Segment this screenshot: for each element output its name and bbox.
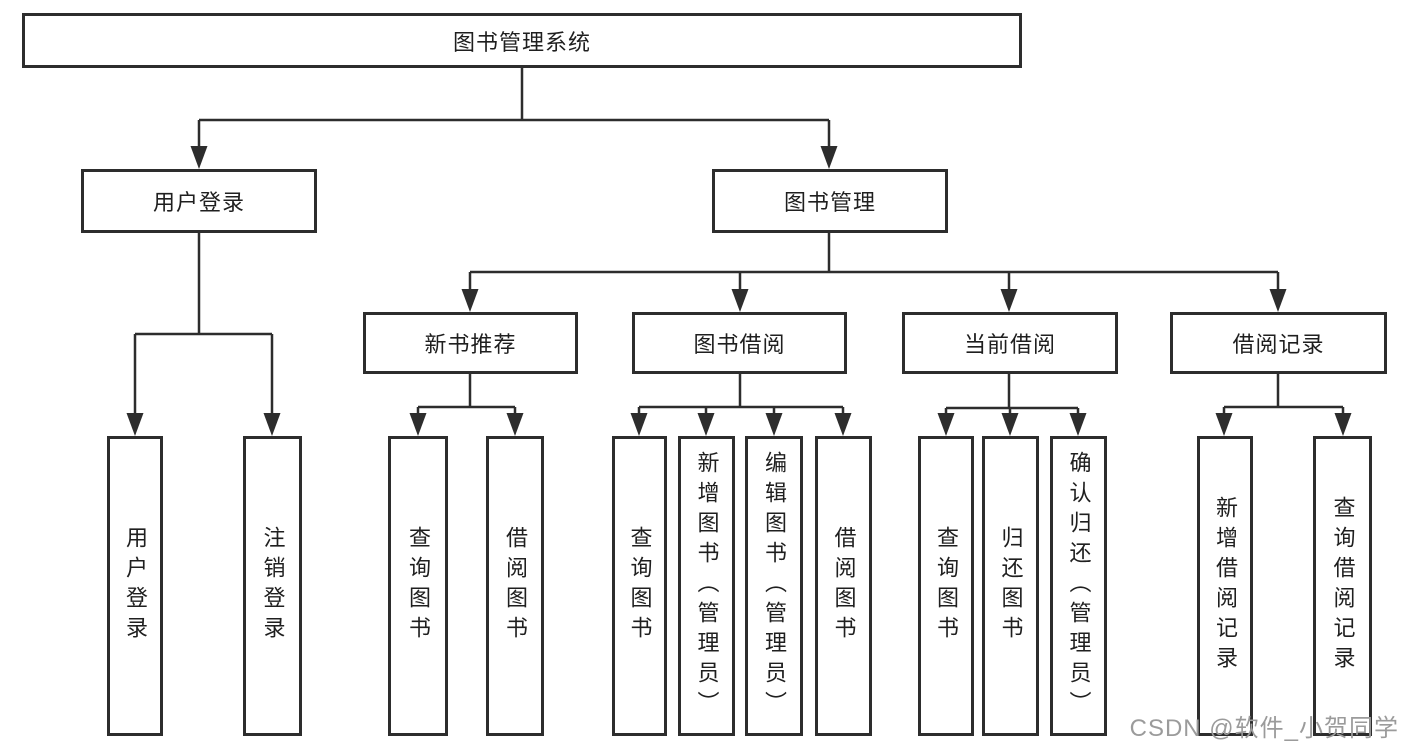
node-borrowing-records: 借阅记录 <box>1170 312 1387 374</box>
leaf-query-books-current-label: 查询图书 <box>934 526 959 646</box>
leaf-borrow-books-recommend-label: 借阅图书 <box>503 526 528 646</box>
leaf-user-login-label: 用户登录 <box>123 526 148 646</box>
leaf-return-books: 归还图书 <box>982 436 1039 736</box>
node-book-management: 图书管理 <box>712 169 948 233</box>
node-book-borrowing: 图书借阅 <box>632 312 847 374</box>
node-user-login: 用户登录 <box>81 169 317 233</box>
leaf-query-books-recommend-label: 查询图书 <box>406 526 431 646</box>
node-book-borrowing-label: 图书借阅 <box>693 332 786 357</box>
leaf-borrow-books-label: 借阅图书 <box>831 526 857 646</box>
node-library-system-label: 图书管理系统 <box>452 29 591 55</box>
leaf-borrow-books-recommend: 借阅图书 <box>486 436 544 736</box>
leaf-add-borrow-record: 新增借阅记录 <box>1197 436 1253 736</box>
node-current-borrowing-label: 当前借阅 <box>963 332 1056 357</box>
node-book-management-label: 图书管理 <box>783 190 876 215</box>
leaf-query-books-recommend: 查询图书 <box>388 436 448 736</box>
leaf-query-books-current: 查询图书 <box>918 436 974 736</box>
leaf-query-borrow-record: 查询借阅记录 <box>1313 436 1372 736</box>
leaf-logout-label: 注销登录 <box>260 526 286 646</box>
leaf-add-borrow-record-label: 新增借阅记录 <box>1213 496 1238 676</box>
csdn-watermark: CSDN @软件_小贺同学 <box>1129 715 1399 742</box>
leaf-user-login: 用户登录 <box>107 436 163 736</box>
leaf-add-books-admin: 新增图书（管理员） <box>678 436 735 736</box>
leaf-return-books-label: 归还图书 <box>998 526 1024 646</box>
node-new-book-recommend-label: 新书推荐 <box>424 332 517 357</box>
node-current-borrowing: 当前借阅 <box>902 312 1118 374</box>
node-new-book-recommend: 新书推荐 <box>363 312 578 374</box>
leaf-edit-books-admin: 编辑图书（管理员） <box>745 436 803 736</box>
node-library-system: 图书管理系统 <box>22 13 1022 68</box>
leaf-confirm-return-admin: 确认归还（管理员） <box>1050 436 1107 736</box>
node-user-login-label: 用户登录 <box>152 190 245 215</box>
leaf-query-borrow-record-label: 查询借阅记录 <box>1330 496 1356 676</box>
leaf-edit-books-admin-label: 编辑图书（管理员） <box>762 451 787 721</box>
leaf-add-books-admin-label: 新增图书（管理员） <box>694 451 720 721</box>
leaf-logout: 注销登录 <box>243 436 302 736</box>
leaf-confirm-return-admin-label: 确认归还（管理员） <box>1066 451 1092 721</box>
leaf-query-books-borrowing: 查询图书 <box>612 436 667 736</box>
leaf-query-books-borrowing-label: 查询图书 <box>627 526 653 646</box>
node-borrowing-records-label: 借阅记录 <box>1232 332 1325 357</box>
leaf-borrow-books: 借阅图书 <box>815 436 872 736</box>
